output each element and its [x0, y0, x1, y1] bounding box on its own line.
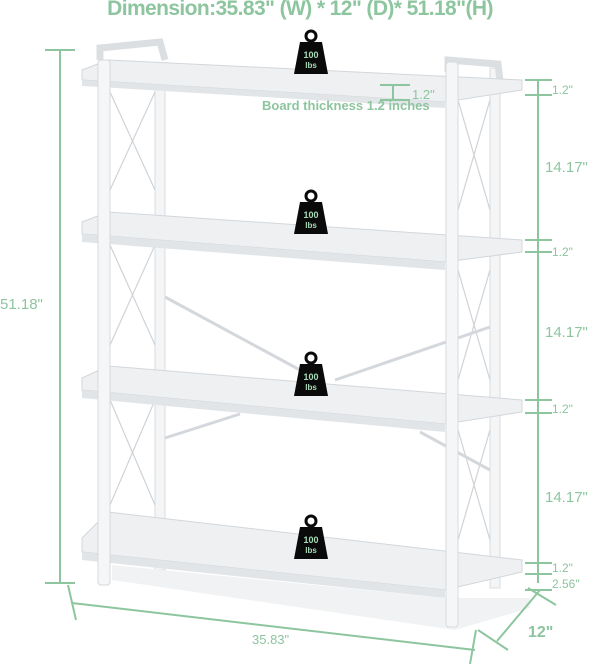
right-dim-4: 14.17" — [545, 324, 588, 341]
svg-text:lbs: lbs — [305, 383, 317, 392]
svg-text:100: 100 — [303, 210, 318, 220]
front-posts — [97, 59, 459, 628]
total-height-label: 51.18" — [0, 296, 43, 313]
board-thickness-value: 1.2" — [412, 87, 435, 102]
dimension-lines — [45, 49, 557, 664]
board-thickness-label: Board thickness 1.2 inches — [262, 98, 430, 113]
right-dim-7: 1.2" — [552, 561, 573, 575]
side-cross-braces — [109, 91, 491, 541]
svg-text:lbs: lbs — [305, 61, 317, 70]
right-dim-6: 14.17" — [545, 489, 588, 506]
width-label: 35.83" — [252, 632, 290, 647]
right-dim-3: 1.2" — [552, 245, 573, 259]
dimension-title: Dimension:35.83" (W) * 12" (D)* 51.18"(H… — [107, 0, 493, 20]
svg-text:100: 100 — [303, 535, 318, 545]
top-left-rail — [96, 38, 169, 61]
right-dim-5: 1.2" — [552, 402, 573, 416]
svg-text:100: 100 — [303, 372, 318, 382]
left-back-post — [154, 79, 166, 571]
svg-text:lbs: lbs — [305, 221, 317, 230]
depth-label: 12" — [528, 624, 553, 641]
svg-text:100: 100 — [303, 50, 318, 60]
right-dim-1: 1.2" — [552, 83, 573, 97]
weight-icon-shelf-2: 100 lbs — [294, 189, 328, 234]
right-dim-8: 2.56" — [552, 577, 580, 591]
weight-icon-shelf-3: 100 lbs — [294, 351, 328, 396]
right-back-post — [489, 67, 501, 589]
svg-text:lbs: lbs — [305, 546, 317, 555]
right-dim-2: 14.17" — [545, 159, 588, 176]
weight-icon-shelf-4: 100 lbs — [294, 514, 328, 559]
weight-icon-shelf-1: 100 lbs — [294, 29, 328, 74]
